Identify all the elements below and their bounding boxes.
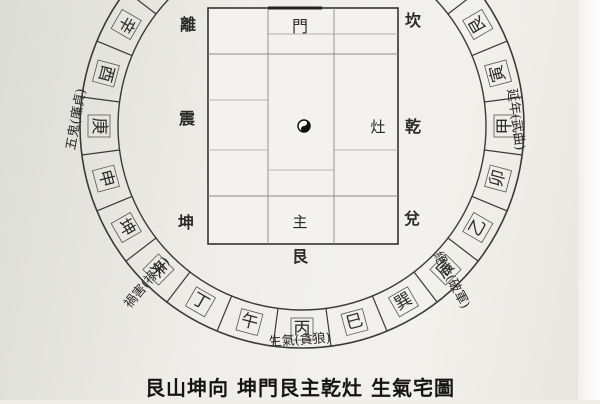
ring-divider bbox=[484, 96, 523, 103]
ring-divider bbox=[125, 237, 157, 262]
diagram-caption: 艮山坤向 坤門艮主乾灶 生氣宅圖 bbox=[145, 376, 455, 400]
ring-divider bbox=[471, 40, 508, 57]
ring-divider bbox=[413, 271, 438, 303]
trigram-qian: 乾 bbox=[405, 117, 421, 136]
ring-character-box bbox=[462, 8, 494, 41]
ring-divider bbox=[484, 149, 523, 156]
taiji-center-mark bbox=[297, 119, 311, 133]
page-edge bbox=[578, 0, 600, 400]
annotation-huohai: 禍害(祿存) bbox=[121, 253, 173, 311]
ring-divider bbox=[81, 96, 120, 103]
ring-character-box bbox=[484, 59, 513, 88]
ring-character-box bbox=[91, 59, 120, 88]
master-label: 主 bbox=[292, 213, 307, 231]
ring-divider bbox=[272, 308, 279, 347]
ring-character: 辛 bbox=[113, 12, 139, 37]
annotation-shengqi-group: 生氣(貪狼) bbox=[268, 330, 331, 350]
ring-character-box bbox=[91, 164, 120, 193]
ring-character-box bbox=[429, 253, 462, 286]
annotation-huohai-group: 禍害(祿存) bbox=[121, 253, 173, 311]
ring-divider bbox=[216, 295, 233, 332]
ring-character: 坤 bbox=[113, 215, 139, 240]
outer-ring-circle bbox=[79, 0, 525, 349]
trigram-dui: 兌 bbox=[404, 209, 420, 228]
ring-character-box bbox=[484, 164, 513, 193]
ring-divider bbox=[447, 0, 468, 15]
ring-character-box bbox=[87, 114, 111, 138]
inner-ring-circle bbox=[117, 0, 487, 311]
trigram-kun: 坤 bbox=[178, 213, 194, 232]
ring-character: 庚 bbox=[89, 118, 109, 135]
ring-divider bbox=[136, 0, 157, 15]
ring-divider bbox=[81, 149, 120, 156]
ring-character-box bbox=[184, 286, 217, 318]
ring-character-box bbox=[290, 317, 314, 341]
ring-character-box bbox=[235, 308, 264, 337]
trigram-zhen: 震 bbox=[178, 109, 196, 128]
ring-character: 午 bbox=[239, 310, 261, 334]
annotation-wugui-group: 五鬼(廉貞) bbox=[63, 87, 90, 151]
trigram-kan: 坎 bbox=[405, 11, 421, 30]
ring-character: 丙 bbox=[294, 319, 311, 339]
ring-character-box bbox=[493, 114, 517, 138]
ring-character: 卯 bbox=[486, 168, 510, 190]
house-plan: 門 灶 主 bbox=[207, 6, 399, 245]
ring-divider bbox=[96, 40, 133, 57]
ring-character-box bbox=[387, 286, 420, 318]
trigram-gen: 艮 bbox=[292, 247, 309, 266]
ring-character: 艮 bbox=[465, 12, 491, 37]
ring-character: 酉 bbox=[94, 63, 118, 85]
ring-character: 丁 bbox=[188, 289, 213, 315]
ring-character-box bbox=[340, 308, 369, 337]
stove-label: 灶 bbox=[370, 118, 385, 136]
annotation-wugui: 五鬼(廉貞) bbox=[63, 87, 90, 151]
ring-character: 甲 bbox=[495, 118, 515, 135]
ring-divider bbox=[96, 195, 133, 212]
ring-character: 寅 bbox=[486, 63, 510, 85]
ring-divider-lines bbox=[81, 0, 523, 347]
door-label: 門 bbox=[292, 17, 308, 36]
ring-character: 巽 bbox=[391, 289, 416, 315]
ring-character-box bbox=[110, 211, 142, 244]
ring-character-box bbox=[110, 8, 142, 41]
trigram-li: 離 bbox=[180, 15, 196, 34]
ring-character: 申 bbox=[94, 168, 118, 190]
annotation-shengqi: 生氣(貪狼) bbox=[268, 330, 331, 350]
ring-divider bbox=[166, 271, 191, 303]
ring-character-box bbox=[142, 253, 175, 286]
ring-divider bbox=[447, 237, 479, 262]
ring-divider bbox=[325, 308, 332, 347]
ring-divider bbox=[471, 195, 508, 212]
ring-character-box bbox=[462, 211, 494, 244]
ring-character: 乙 bbox=[465, 215, 491, 240]
ring-character: 巳 bbox=[344, 310, 366, 334]
ring-divider bbox=[371, 295, 388, 332]
